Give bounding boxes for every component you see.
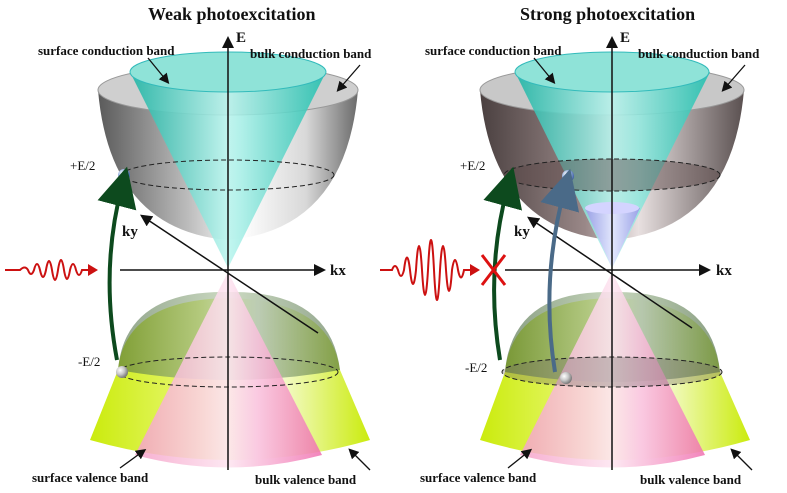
excited-electron [118, 169, 130, 181]
panel-weak: Weak photoexcitation surface conduction … [5, 4, 372, 487]
excitation-arrow-blue [540, 168, 580, 373]
excited-electron [562, 170, 574, 182]
plus-e-half-label: +E/2 [70, 158, 95, 173]
ky-axis [140, 214, 319, 334]
valence-hole [560, 372, 572, 384]
valence-hole [116, 366, 128, 378]
panel-strong: Strong photoexcitation surface conductio… [380, 4, 760, 487]
pulse-arrow-head [88, 264, 98, 276]
ky-label: ky [514, 224, 530, 240]
minus-e-half-label: -E/2 [78, 354, 100, 369]
bulk-valence-label: bulk valence band [640, 472, 742, 487]
laser-pulse [380, 239, 470, 301]
pulse-arrow-head [470, 264, 480, 276]
bulk-valence-label: bulk valence band [255, 472, 357, 487]
bulk-valence-pointer [730, 448, 753, 471]
ky-axis [527, 216, 693, 329]
excitation-arrow [97, 166, 137, 361]
surface-conduction-label: surface conduction band [38, 43, 175, 58]
panel-title: Weak photoexcitation [148, 4, 316, 24]
surface-valence-pointer [119, 448, 147, 469]
kx-label: kx [330, 263, 346, 279]
surface-conduction-label: surface conduction band [425, 43, 562, 58]
minus-e-half-label: -E/2 [465, 360, 487, 375]
bulk-conduction-label: bulk conduction band [250, 46, 372, 61]
kx-label: kx [716, 263, 732, 279]
surface-valence-label: surface valence band [32, 470, 149, 485]
bulk-conduction-pointer [336, 64, 361, 92]
bulk-valence-pointer [348, 448, 371, 471]
surface-valence-pointer [507, 448, 533, 469]
blocked-cross-icon [480, 254, 507, 286]
surface-valence-label: surface valence band [420, 470, 537, 485]
ky-label: ky [122, 224, 138, 240]
panel-title: Strong photoexcitation [520, 4, 695, 24]
plus-e-half-label: +E/2 [460, 158, 485, 173]
energy-axis-label: E [620, 30, 630, 46]
bulk-conduction-label: bulk conduction band [638, 46, 760, 61]
energy-axis-label: E [236, 30, 246, 46]
surface-conduction-pointer [147, 57, 170, 85]
laser-pulse [5, 259, 88, 281]
surface-conduction-pointer [533, 57, 556, 85]
bulk-conduction-pointer [721, 64, 746, 92]
